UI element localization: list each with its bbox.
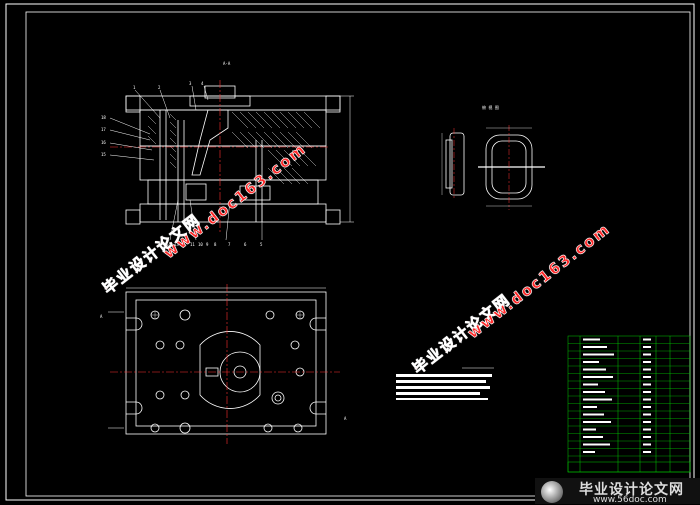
footer-site-name: 毕业设计论文网 <box>579 482 684 498</box>
table-cell-mark <box>583 406 597 408</box>
part-2-label: 2 <box>158 85 161 90</box>
section-label: A-A <box>223 61 231 66</box>
part-8-label: 8 <box>214 242 217 247</box>
side-view-label: 俯 视 图 <box>482 104 499 110</box>
table-cell-mark <box>583 391 605 393</box>
table-cell-mark <box>583 443 610 446</box>
table-cell-text-marks <box>583 338 651 453</box>
table-cell-mark <box>583 398 612 401</box>
table-cell-mark <box>583 346 607 348</box>
part-18-label: 18 <box>101 115 106 120</box>
part-7-label: 7 <box>228 242 231 247</box>
technical-notes <box>396 367 494 400</box>
part-number-labels: 1 2 3 4 18 17 16 15 14 13 12 11 10 9 8 7… <box>101 61 263 247</box>
footer-site-url: www.56doc.com <box>593 495 667 505</box>
table-cell-mark <box>643 398 651 401</box>
table-cell-mark <box>583 353 614 356</box>
leader-lines <box>109 85 263 241</box>
table-cell-mark <box>643 368 651 371</box>
footer-badge: 毕业设计论文网 www.56doc.com <box>535 478 700 505</box>
part-17-label: 17 <box>101 127 106 132</box>
part-15-label: 15 <box>101 152 106 157</box>
drawing-outer-frame <box>5 3 695 501</box>
table-cell-mark <box>583 368 606 371</box>
drawing-inner-frame <box>25 11 691 497</box>
part-12-label: 12 <box>182 242 187 247</box>
table-cell-mark <box>643 428 651 431</box>
table-cell-mark <box>643 361 651 363</box>
table-cell-mark <box>643 383 651 386</box>
part-11-label: 11 <box>190 242 195 247</box>
part-5-label: 5 <box>260 242 263 247</box>
table-cell-mark <box>643 436 651 438</box>
table-cell-mark <box>583 361 599 363</box>
site-logo-icon <box>541 481 563 503</box>
table-cell-mark <box>643 443 651 446</box>
table-cell-mark <box>643 421 651 423</box>
table-cell-mark <box>643 451 651 453</box>
view-marker-a-right: A <box>344 416 347 421</box>
table-row-lines <box>568 343 690 457</box>
table-cell-mark <box>583 428 596 431</box>
part-10-label: 10 <box>198 242 203 247</box>
plan-view <box>125 291 327 435</box>
view-marker-a-left: A <box>100 314 103 319</box>
part-1-label: 1 <box>133 85 136 90</box>
table-cell-mark <box>583 451 595 453</box>
table-cell-mark <box>643 413 651 416</box>
table-cell-mark <box>643 338 651 341</box>
table-cell-mark <box>583 376 613 378</box>
section-hatching <box>147 111 321 185</box>
table-cell-mark <box>643 376 651 378</box>
part-4-label: 4 <box>201 81 204 86</box>
table-cell-mark <box>643 353 651 356</box>
part-3-label: 3 <box>189 81 192 86</box>
table-cell-mark <box>583 383 598 386</box>
part-14-label: 14 <box>166 242 171 247</box>
part-6-label: 6 <box>244 242 247 247</box>
part-drawing <box>445 132 533 200</box>
table-cell-mark <box>643 406 651 408</box>
table-cell-mark <box>583 338 600 341</box>
part-16-label: 16 <box>101 140 106 145</box>
part-13-label: 13 <box>174 242 179 247</box>
part-9-label: 9 <box>206 242 209 247</box>
table-cell-mark <box>583 421 611 423</box>
table-cell-mark <box>583 413 604 416</box>
table-cell-mark <box>643 346 651 348</box>
table-cell-mark <box>583 436 603 438</box>
table-cell-mark <box>643 391 651 393</box>
